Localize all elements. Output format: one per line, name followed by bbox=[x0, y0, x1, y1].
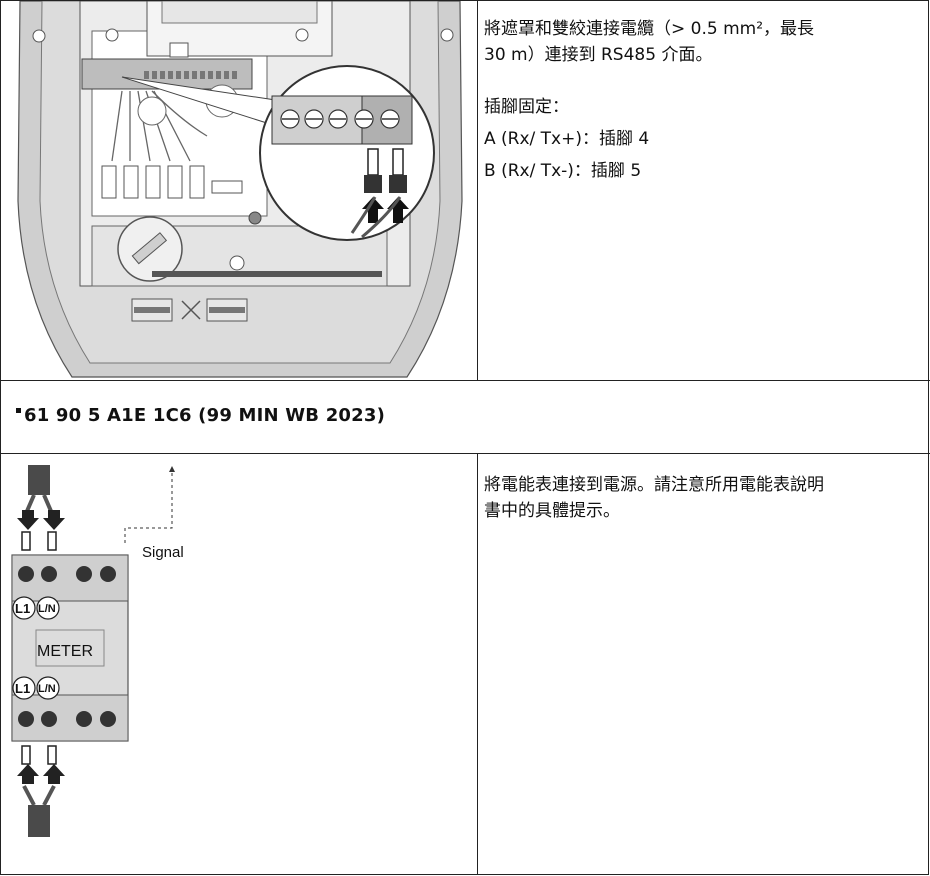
section-heading-text: 61 90 5 A1E 1C6 (99 MIN WB 2023) bbox=[24, 405, 386, 426]
rs485-instructions: 將遮罩和雙絞連接電纜（> 0.5 mm²，最長 30 m）連接到 RS485 介… bbox=[484, 16, 914, 184]
pin-fixed-label: 插腳固定： bbox=[484, 97, 569, 117]
terminal-l1-top: L1 bbox=[15, 601, 30, 616]
section-heading: 61 90 5 A1E 1C6 (99 MIN WB 2023) bbox=[16, 405, 385, 426]
signal-label: Signal bbox=[142, 544, 184, 561]
meter-wiring-illustration: Signal L1 L/N METER L1 L/N bbox=[11, 465, 184, 837]
terminal-ln-bottom: L/N bbox=[38, 683, 56, 695]
meter-description-line2: 書中的具體提示。 bbox=[484, 501, 620, 521]
row-divider bbox=[0, 453, 930, 454]
pin-b-assignment: B (Rx/ Tx-)：插腳 5 bbox=[484, 161, 642, 181]
terminal-ln-top: L/N bbox=[38, 603, 56, 615]
column-divider bbox=[477, 453, 478, 875]
meter-label: METER bbox=[37, 643, 93, 660]
bullet-icon bbox=[16, 408, 21, 413]
column-divider bbox=[477, 0, 478, 380]
meter-description-line1: 將電能表連接到電源。請注意所用電能表說明 bbox=[484, 475, 824, 495]
row-divider bbox=[0, 380, 930, 381]
meter-instructions: 將電能表連接到電源。請注意所用電能表說明 書中的具體提示。 bbox=[484, 472, 914, 524]
rs485-description-line1: 將遮罩和雙絞連接電纜（> 0.5 mm²，最長 bbox=[484, 19, 815, 39]
rs485-description-line2: 30 m）連接到 RS485 介面。 bbox=[484, 45, 713, 65]
wallbox-rs485-illustration bbox=[17, 1, 463, 378]
pin-a-assignment: A (Rx/ Tx+)：插腳 4 bbox=[484, 129, 650, 149]
terminal-l1-bottom: L1 bbox=[15, 681, 30, 696]
